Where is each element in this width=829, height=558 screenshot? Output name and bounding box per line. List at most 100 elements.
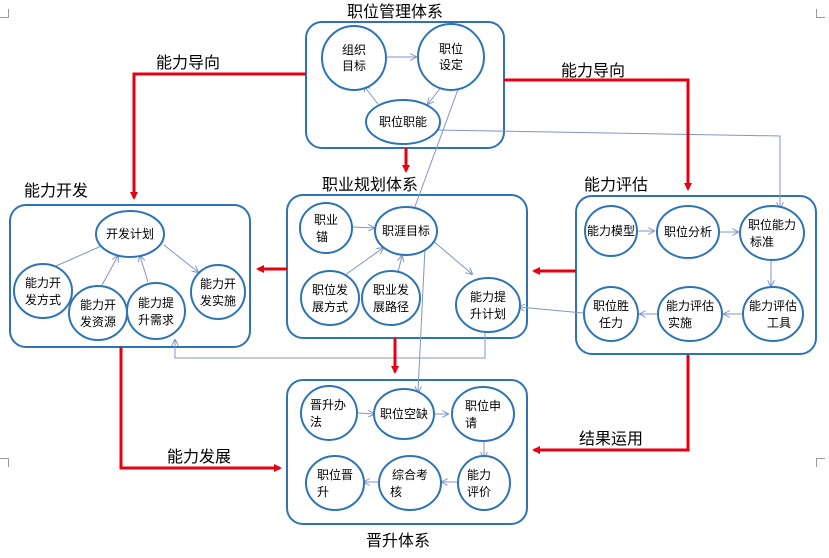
node-promotion-method-line2: 法 xyxy=(310,415,322,429)
node-dev-impl-shape xyxy=(190,264,246,320)
node-position-ability-std-shape xyxy=(739,205,805,261)
position-management-title: 职位管理体系 xyxy=(347,2,443,21)
node-dev-resource-shape xyxy=(68,285,128,341)
node-dev-plan-line1: 开发计划 xyxy=(106,226,154,241)
label-orientation-right: 能力导向 xyxy=(561,61,625,80)
page-corner-mark xyxy=(816,9,825,18)
node-improve-need-shape xyxy=(126,282,186,340)
node-competency-shape xyxy=(583,286,639,342)
node-position-promotion-line1: 职位晋 xyxy=(317,467,353,482)
node-career-anchor-line1: 职业 xyxy=(314,213,338,227)
node-position-function-line1: 职位职能 xyxy=(379,114,427,129)
page-corner-mark xyxy=(816,458,825,467)
node-position-analysis: 职位分析 xyxy=(656,205,720,259)
node-ability-model-shape xyxy=(584,205,638,257)
node-eval-impl-line1: 能力评估 xyxy=(666,299,714,313)
label-orientation-left: 能力导向 xyxy=(156,53,220,72)
arrow-career-goal-to-vacancy xyxy=(418,247,426,392)
arrow-result-use-to-promotion xyxy=(532,355,690,454)
node-ability-model-line1: 能力模型 xyxy=(587,224,635,238)
node-position-apply-line1: 职位申 xyxy=(465,398,501,413)
node-dev-resource-line2: 发资源 xyxy=(80,314,116,329)
node-eval-impl: 能力评估 实施 xyxy=(657,286,723,342)
arrow-anchor-to-career-goal xyxy=(352,227,374,228)
node-dev-impl: 能力开 发实施 xyxy=(190,264,246,320)
node-competency-line1: 职位胜 xyxy=(593,298,629,313)
node-ability-evaluation: 能力 评价 xyxy=(457,455,511,511)
node-org-goal: 组织 目标 xyxy=(321,25,387,91)
arrow-dev-method-to-plan xyxy=(55,244,106,267)
node-career-dev-path: 职业发 展路径 xyxy=(361,270,421,326)
node-career-goal-shape xyxy=(374,206,438,256)
node-position-analysis-line1: 职位分析 xyxy=(664,224,712,239)
arrow-improve-plan-to-improve-need xyxy=(175,326,486,359)
ability-evaluation-title: 能力评估 xyxy=(584,175,648,194)
node-dev-method-line2: 发方式 xyxy=(25,292,61,307)
label-development: 能力发展 xyxy=(167,447,231,466)
arrow-career-goal-to-improve-plan xyxy=(431,239,472,274)
node-improve-plan-line1: 能力提 xyxy=(470,289,506,304)
node-position-promotion-line2: 升 xyxy=(317,485,329,499)
node-career-anchor-shape xyxy=(299,202,353,254)
arrow-function-to-org-goal xyxy=(364,86,379,105)
node-career-goal-line1: 职涯目标 xyxy=(382,224,430,238)
promotion-title: 晋升体系 xyxy=(366,531,430,550)
node-ability-model: 能力模型 xyxy=(584,205,638,257)
node-dev-impl-line1: 能力开 xyxy=(200,277,236,291)
node-promotion-method-line1: 晋升办 xyxy=(310,397,346,412)
node-position-setting-shape xyxy=(417,23,485,91)
node-comprehensive-assessment-shape xyxy=(378,455,442,511)
node-position-setting: 职位 设定 xyxy=(417,23,485,91)
arrow-position-setting-to-career-goal xyxy=(413,83,461,212)
node-position-setting-line2: 设定 xyxy=(439,57,463,72)
node-eval-tool: 能力评估 工具 xyxy=(742,286,804,342)
arrow-dev-resource-to-plan xyxy=(101,256,118,286)
node-dev-method-shape xyxy=(13,263,73,319)
ability-development-title: 能力开发 xyxy=(24,181,88,200)
node-position-apply-shape xyxy=(451,386,515,442)
page-corner-mark xyxy=(0,458,9,467)
node-position-promotion: 职位晋 升 xyxy=(305,455,365,511)
node-position-dev-method-line1: 职位发 xyxy=(312,282,348,297)
node-career-dev-path-line2: 展路径 xyxy=(373,299,409,314)
node-dev-plan-shape xyxy=(95,210,165,258)
node-position-vacancy-shape xyxy=(373,388,435,440)
node-org-goal-shape xyxy=(321,25,387,91)
node-position-analysis-shape xyxy=(656,205,720,259)
arrow-competency-to-improve-plan xyxy=(519,307,584,314)
node-eval-tool-line2: 工具 xyxy=(767,316,791,330)
node-improve-plan-shape xyxy=(455,277,521,333)
arrow-plan-to-dev-impl xyxy=(163,244,198,272)
node-ability-evaluation-line1: 能力 xyxy=(467,468,491,482)
career-planning-title: 职业规划体系 xyxy=(322,175,418,194)
node-position-function: 职位职能 xyxy=(365,99,441,145)
node-eval-impl-shape xyxy=(657,286,723,342)
arrow-dev-path-to-career-goal xyxy=(398,256,402,273)
node-position-ability-std-line1: 职位能力 xyxy=(748,217,796,232)
node-career-dev-path-line1: 职业发 xyxy=(373,282,409,297)
node-dev-resource-line1: 能力开 xyxy=(80,298,116,312)
arrow-orientation-to-ability-dev xyxy=(130,72,306,200)
node-position-dev-method-shape xyxy=(300,270,360,326)
node-org-goal-line1: 组织 xyxy=(342,43,366,57)
node-position-vacancy-line1: 职位空缺 xyxy=(380,406,428,421)
arrow-ability-dev-to-promotion xyxy=(119,347,282,472)
node-promotion-method: 晋升办 法 xyxy=(300,385,358,441)
node-eval-tool-shape xyxy=(742,286,804,342)
node-career-anchor-line2: 锚 xyxy=(316,229,328,244)
node-improve-plan-line2: 升计划 xyxy=(470,307,506,321)
node-improve-need-line1: 能力提 xyxy=(138,295,174,310)
thick-connectors xyxy=(119,72,692,472)
node-dev-method-line1: 能力开 xyxy=(25,276,61,290)
node-comprehensive-assessment-line1: 综合考 xyxy=(392,467,428,482)
node-comprehensive-assessment-line2: 核 xyxy=(390,485,402,499)
arrow-orientation-to-ability-eval xyxy=(504,78,692,191)
node-promotion-method-shape xyxy=(300,385,358,441)
page-corner-mark xyxy=(0,9,9,18)
node-eval-tool-line1: 能力评估 xyxy=(749,299,797,313)
node-position-setting-line1: 职位 xyxy=(439,41,463,56)
arrow-function-to-position-std xyxy=(435,129,780,208)
node-career-anchor: 职业 锚 xyxy=(299,202,353,254)
node-position-apply-line2: 请 xyxy=(465,416,477,430)
